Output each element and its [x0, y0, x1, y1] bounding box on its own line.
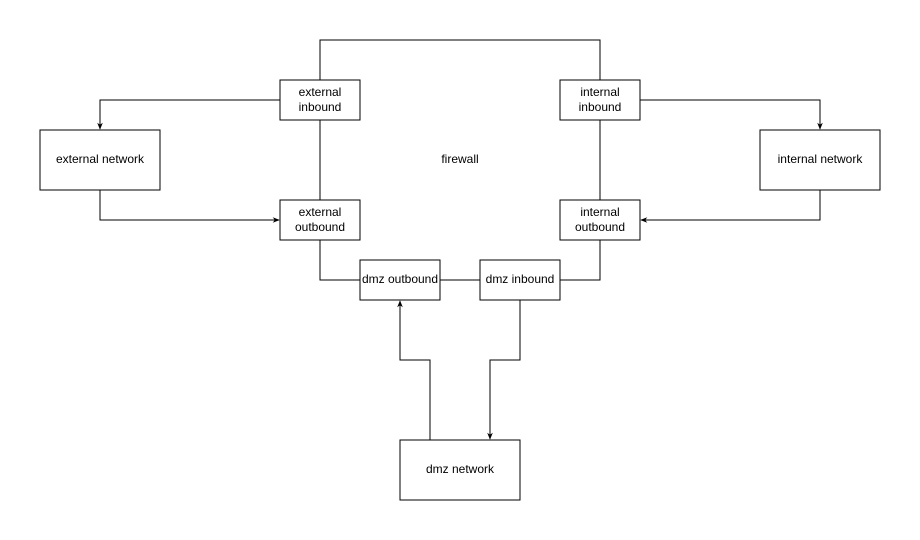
- arrow-dmz-inbound-to-dmz-network: [487, 300, 521, 440]
- arrow-external-inbound-to-external-network: [97, 99, 280, 130]
- arrow-internal-inbound-to-internal-network: [640, 99, 823, 130]
- dmz-outbound-label: dmz outbound: [362, 272, 438, 286]
- arrow-external-network-to-external-outbound: [99, 190, 280, 223]
- firewall-label: firewall: [441, 152, 478, 166]
- dmz-inbound-node[interactable]: dmz inbound: [479, 259, 561, 301]
- external-outbound-label-line1: external: [299, 205, 342, 219]
- internal-inbound-label-line1: internal: [580, 85, 619, 99]
- firewall-right-lower-edge: [560, 240, 601, 281]
- external-inbound-label-line2: inbound: [299, 100, 342, 114]
- internal-inbound-node[interactable]: internal inbound: [559, 79, 641, 121]
- dmz-inbound-label: dmz inbound: [486, 272, 555, 286]
- external-outbound-label-line2: outbound: [295, 220, 345, 234]
- internal-outbound-node[interactable]: internal outbound: [559, 199, 641, 241]
- dmz-network-node[interactable]: dmz network: [399, 439, 521, 501]
- internal-outbound-label-line1: internal: [580, 205, 619, 219]
- firewall-left-lower-edge: [319, 240, 360, 281]
- dmz-outbound-node[interactable]: dmz outbound: [359, 259, 441, 301]
- external-outbound-node[interactable]: external outbound: [279, 199, 361, 241]
- internal-network-label: internal network: [778, 152, 864, 166]
- firewall-boundary: [319, 39, 601, 80]
- dmz-network-label: dmz network: [426, 462, 495, 476]
- internal-outbound-label-line2: outbound: [575, 220, 625, 234]
- external-inbound-label-line1: external: [299, 85, 342, 99]
- external-inbound-node[interactable]: external inbound: [279, 79, 361, 121]
- arrow-dmz-network-to-dmz-outbound: [397, 300, 431, 440]
- arrow-internal-network-to-internal-outbound: [640, 190, 821, 223]
- external-network-label: external network: [56, 152, 145, 166]
- internal-network-node[interactable]: internal network: [759, 129, 881, 191]
- external-network-node[interactable]: external network: [39, 129, 161, 191]
- internal-inbound-label-line2: inbound: [579, 100, 622, 114]
